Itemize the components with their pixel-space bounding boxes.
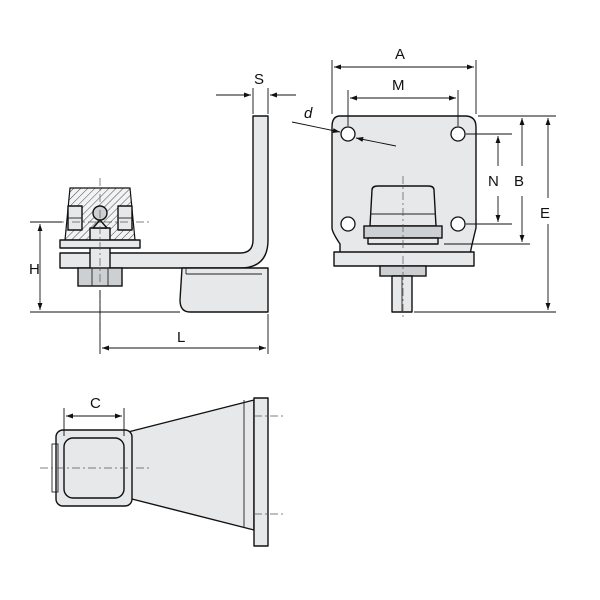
plate-flange [333, 251, 475, 267]
roller-cap [369, 185, 437, 227]
label-m: M [392, 77, 405, 94]
dimension-a: A [331, 46, 477, 114]
dimension-s: S [216, 71, 296, 114]
side-view: S H L [29, 71, 296, 354]
dimension-h: H [29, 221, 180, 313]
label-b: B [514, 173, 524, 190]
dimension-l: L [99, 290, 269, 354]
bracket-arm-top [127, 399, 255, 531]
front-view: A M d N B [291, 46, 556, 320]
bracket-wall [59, 115, 269, 269]
dimension-c: C [63, 395, 125, 436]
dimension-e: E [414, 115, 556, 313]
label-n: N [488, 173, 499, 190]
label-c: C [90, 395, 101, 412]
label-d: d [304, 105, 313, 122]
hole-top-left [340, 126, 356, 142]
dimension-m: M [347, 77, 459, 126]
dimension-b: B [444, 115, 530, 245]
hole-bottom-left [340, 216, 356, 232]
dimension-n: N [466, 133, 512, 225]
hole-bottom-right [450, 216, 466, 232]
dimension-d: d [291, 105, 397, 147]
wall-flange-top [253, 397, 269, 547]
hole-top-right [450, 126, 466, 142]
label-h: H [29, 261, 40, 278]
label-a: A [395, 46, 405, 63]
label-e: E [540, 205, 550, 222]
top-view: C [40, 395, 284, 547]
label-s: S [254, 71, 264, 88]
bracket-rib [179, 267, 269, 313]
label-l: L [177, 329, 185, 346]
